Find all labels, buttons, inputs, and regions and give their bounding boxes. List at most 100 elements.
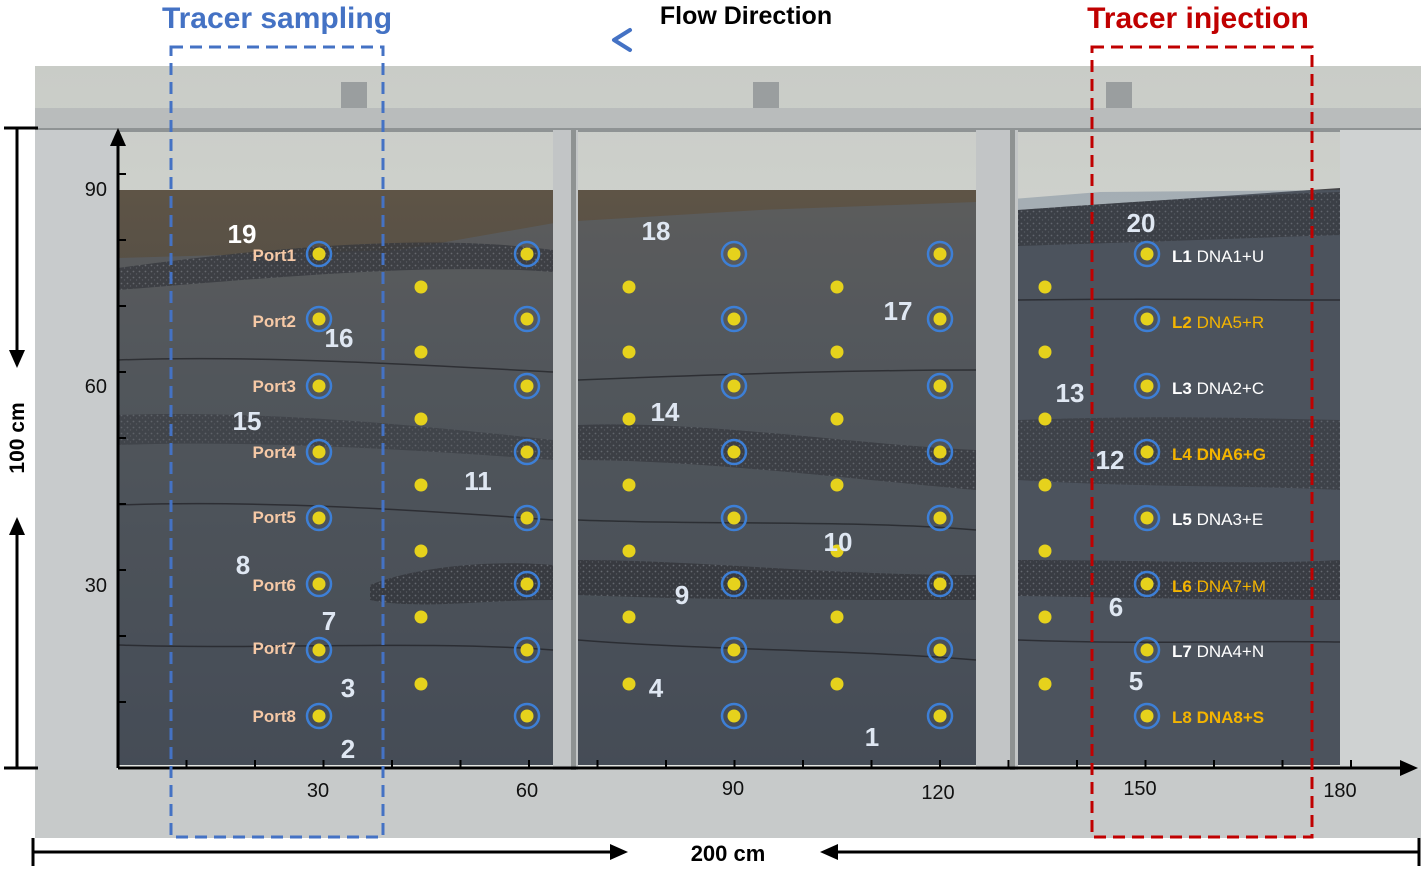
- port-ring: [720, 636, 748, 664]
- zone-number: 6: [1109, 592, 1123, 622]
- port-ring: [305, 636, 333, 664]
- layer-line: [577, 519, 977, 531]
- sensor-dot: [830, 412, 844, 426]
- x-tick-label: 60: [516, 780, 538, 802]
- sampling-port-marker: [926, 372, 954, 400]
- sensor-dot: [830, 544, 844, 558]
- height-dimension-arrow-down: [9, 350, 25, 368]
- zone-number: 16: [325, 323, 354, 353]
- layer-line: [577, 639, 977, 661]
- sensor-dot: [1140, 379, 1154, 393]
- height-dimension-arrow-up: [9, 517, 25, 535]
- sensor-dot: [727, 445, 741, 459]
- sampling-port-marker: [305, 240, 333, 268]
- frame-clamp: [341, 82, 367, 108]
- frame-clamp: [1106, 82, 1132, 108]
- x-tick-label: 30: [307, 780, 329, 802]
- left-frame-post: [35, 130, 117, 770]
- sampling-port-marker: [926, 438, 954, 466]
- injection-tracer: DNA4+N: [1197, 642, 1265, 661]
- gravel-layer: [578, 424, 976, 490]
- sensor-dot: [520, 577, 534, 591]
- sensor-dot: [1038, 412, 1052, 426]
- sampling-port-marker: [926, 570, 954, 598]
- zone-number: 4: [649, 673, 664, 703]
- zone-number: 20: [1127, 208, 1156, 238]
- sensor-dot: [933, 247, 947, 261]
- frame-clamp: [753, 82, 779, 108]
- zone-number: 13: [1056, 378, 1085, 408]
- port-ring: [305, 372, 333, 400]
- port-labels: Port1 Port2 Port3 Port4 Port5 Port6 Port…: [253, 246, 297, 726]
- port-ring: [305, 504, 333, 532]
- sensor-dot: [622, 677, 636, 691]
- injection-line-id: L1: [1172, 247, 1192, 266]
- sensor-dot: [312, 709, 326, 723]
- port-ring: [1133, 305, 1161, 333]
- injection-label: L5 DNA3+E: [1172, 510, 1263, 529]
- injection-label: L4 DNA6+G: [1172, 445, 1266, 464]
- sampling-port-marker: [305, 438, 333, 466]
- injection-label: L2 DNA5+R: [1172, 313, 1264, 332]
- layer-line: [577, 369, 977, 381]
- injection-line-id: L4: [1172, 445, 1192, 464]
- port-ring: [1133, 504, 1161, 532]
- sampling-port-marker: [305, 570, 333, 598]
- sensor-dot: [1038, 345, 1052, 359]
- sampling-port-marker: [305, 372, 333, 400]
- zone-number: 10: [824, 527, 853, 557]
- zone-number: 12: [1096, 445, 1125, 475]
- injection-tracer: DNA2+C: [1197, 379, 1265, 398]
- port-label: Port5: [253, 508, 296, 527]
- zone-number: 11: [464, 466, 492, 496]
- injection-line-id: L7: [1172, 642, 1192, 661]
- sampling-port-marker: [720, 636, 748, 664]
- injection-line-id: L5: [1172, 510, 1192, 529]
- sensor-dot: [933, 379, 947, 393]
- sensor-dot: [727, 379, 741, 393]
- sampling-port-marker: [513, 636, 541, 664]
- frame-shadow: [1010, 130, 1015, 770]
- port-ring: [513, 504, 541, 532]
- zone-numbers: 1 2 3 4 5 6 7 8 9 10 11 12 13 14 15 16 1…: [228, 208, 1156, 764]
- port-ring: [720, 504, 748, 532]
- sensor-dot: [727, 643, 741, 657]
- sampling-port-marker: [926, 702, 954, 730]
- port-ring: [513, 305, 541, 333]
- sensor-dot: [414, 677, 428, 691]
- layer-boundaries: [117, 298, 1341, 661]
- sensor-dot: [933, 312, 947, 326]
- sensor-dot: [1038, 544, 1052, 558]
- sampling-port-marker: [1133, 504, 1161, 532]
- port-ring: [720, 702, 748, 730]
- sampling-port-marker: [926, 504, 954, 532]
- sand-tank-left: [118, 190, 553, 765]
- sensor-dot: [933, 709, 947, 723]
- sampling-port-marker: [720, 702, 748, 730]
- sensor-dot: [520, 511, 534, 525]
- layer-line: [1017, 639, 1341, 644]
- port-ring: [926, 438, 954, 466]
- top-frame-bar: [35, 108, 1421, 130]
- zone-number: 8: [236, 550, 250, 580]
- port-ring: [926, 702, 954, 730]
- sampling-port-marker: [1133, 570, 1161, 598]
- port-ring: [926, 240, 954, 268]
- sensor-dot: [830, 280, 844, 294]
- sensor-dot: [414, 478, 428, 492]
- layer-line: [117, 502, 554, 521]
- sensor-dot: [520, 445, 534, 459]
- sensor-dot: [933, 511, 947, 525]
- injection-label: L1 DNA1+U: [1172, 247, 1264, 266]
- port-label: Port7: [253, 639, 296, 658]
- port-ring: [513, 240, 541, 268]
- tracer-injection-title: Tracer injection: [1087, 2, 1309, 35]
- y-axis-tick-marks: [118, 173, 126, 769]
- axes: [116, 140, 1405, 770]
- port-ring: [720, 438, 748, 466]
- sensor-dot: [830, 345, 844, 359]
- port-label: Port2: [253, 312, 296, 331]
- port-ring: [1133, 372, 1161, 400]
- sensor-dot: [312, 247, 326, 261]
